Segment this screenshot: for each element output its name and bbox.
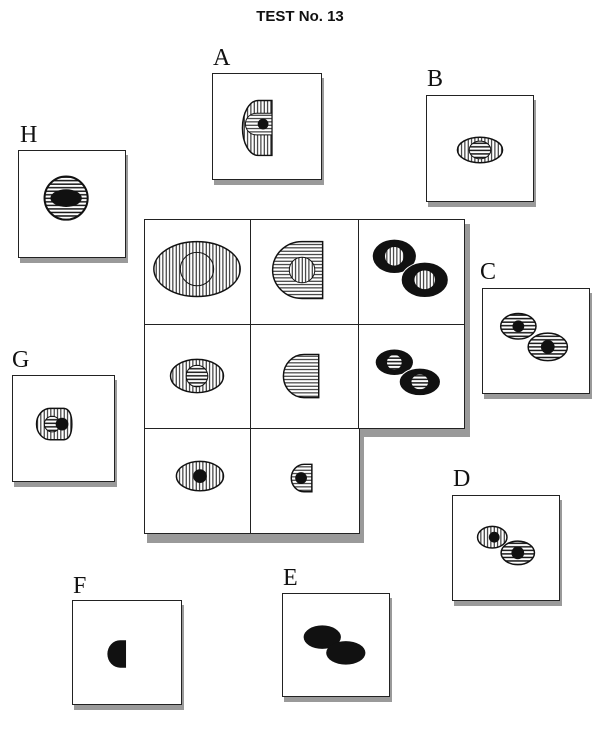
matrix-shadow-bottom — [147, 533, 361, 543]
figure-r2c2 — [282, 353, 320, 399]
option-card-d[interactable] — [452, 495, 560, 601]
figure-r1c1 — [153, 240, 241, 298]
option-label-h: H — [20, 122, 38, 148]
figure-b — [456, 136, 504, 164]
figure-f — [107, 640, 127, 668]
option-label-d: D — [453, 466, 471, 492]
figure-r1c2 — [271, 240, 324, 300]
matrix-cell-r1c2 — [250, 219, 359, 325]
matrix-cell-r3c1 — [144, 428, 251, 534]
figure-a — [241, 99, 273, 157]
option-label-a: A — [213, 45, 231, 71]
figure-r3c1 — [175, 460, 225, 492]
option-label-c: C — [480, 259, 497, 285]
matrix-cell-r2c2 — [250, 324, 359, 429]
option-label-g: G — [12, 347, 30, 373]
figure-r2c1 — [169, 358, 225, 394]
option-card-b[interactable] — [426, 95, 534, 202]
matrix-cell-r3c2 — [250, 428, 360, 534]
option-card-f[interactable] — [72, 600, 182, 705]
option-card-c[interactable] — [482, 288, 590, 394]
figure-r2c3 — [375, 349, 441, 397]
option-card-g[interactable] — [12, 375, 115, 482]
option-card-e[interactable] — [282, 593, 390, 697]
option-label-e: E — [283, 565, 298, 591]
test-title: TEST No. 13 — [256, 8, 344, 25]
figure-d — [476, 525, 536, 566]
matrix-shadow-right-lower — [357, 430, 364, 543]
option-card-h[interactable] — [18, 150, 126, 258]
figure-r3c2 — [290, 463, 313, 493]
matrix-shadow-right-upper — [463, 224, 470, 437]
matrix-cell-r2c1 — [144, 324, 251, 429]
matrix-cell-r2c3 — [358, 324, 465, 429]
figure-c — [499, 312, 569, 362]
figure-r1c3 — [372, 239, 449, 298]
option-card-a[interactable] — [212, 73, 322, 180]
matrix-cell-r1c3 — [358, 219, 465, 325]
matrix-cell-r1c1 — [144, 219, 251, 325]
matrix-shadow-step — [359, 427, 469, 437]
figure-h — [43, 175, 89, 221]
option-label-f: F — [73, 573, 87, 599]
option-label-b: B — [427, 66, 444, 92]
figure-g — [35, 407, 73, 441]
figure-e — [303, 625, 366, 665]
